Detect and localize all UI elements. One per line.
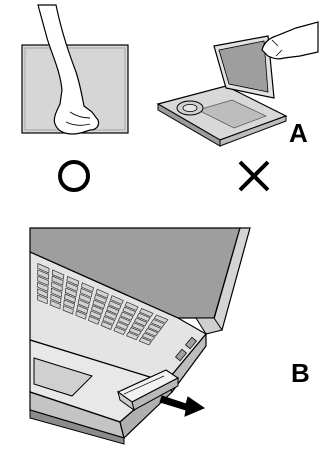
laptop-card-eject-figure — [30, 228, 250, 444]
eject-arrow-icon — [160, 396, 204, 416]
closed-laptop-hand-figure — [22, 5, 128, 134]
panel-a-label: A — [289, 120, 308, 146]
hand-icon-right — [262, 22, 318, 59]
circle-mark-icon — [60, 162, 88, 190]
panel-b-label: B — [291, 360, 310, 386]
cross-mark-icon — [240, 162, 268, 190]
